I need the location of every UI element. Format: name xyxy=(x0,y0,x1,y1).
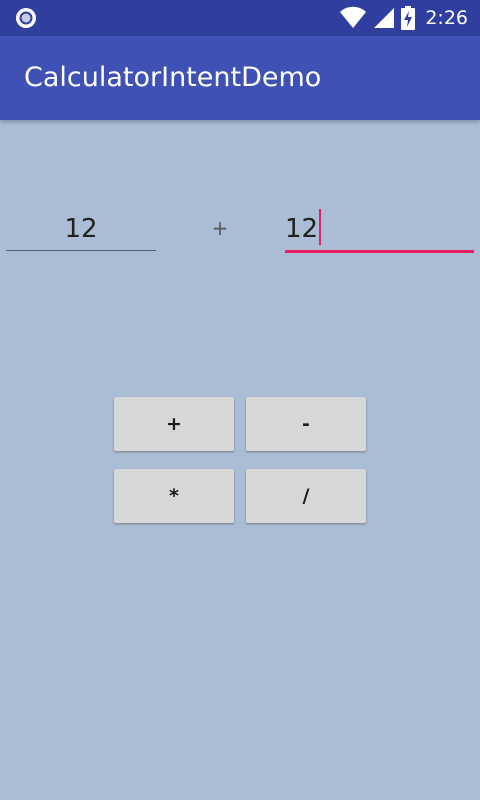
operand1-input[interactable]: 12 xyxy=(6,207,156,251)
wifi-icon xyxy=(339,6,367,30)
multiply-button[interactable]: * xyxy=(114,469,234,523)
operand2-value: 12 xyxy=(285,214,319,244)
subtract-button[interactable]: - xyxy=(246,397,366,451)
status-time: 2:26 xyxy=(425,7,468,29)
battery-charging-icon xyxy=(401,6,416,30)
status-bar: 2:26 xyxy=(0,0,480,36)
divide-button[interactable]: / xyxy=(246,469,366,523)
status-right-group: 2:26 xyxy=(339,0,468,36)
app-title: CalculatorIntentDemo xyxy=(24,62,322,93)
operand2-input[interactable]: 12 xyxy=(285,207,474,253)
cell-signal-icon xyxy=(373,6,395,30)
app-bar: CalculatorIntentDemo xyxy=(0,36,480,120)
text-cursor xyxy=(319,208,322,245)
operand1-value: 12 xyxy=(64,214,98,244)
add-button[interactable]: + xyxy=(114,397,234,451)
operator-label: + xyxy=(211,216,229,240)
notification-circle-icon xyxy=(14,6,38,30)
